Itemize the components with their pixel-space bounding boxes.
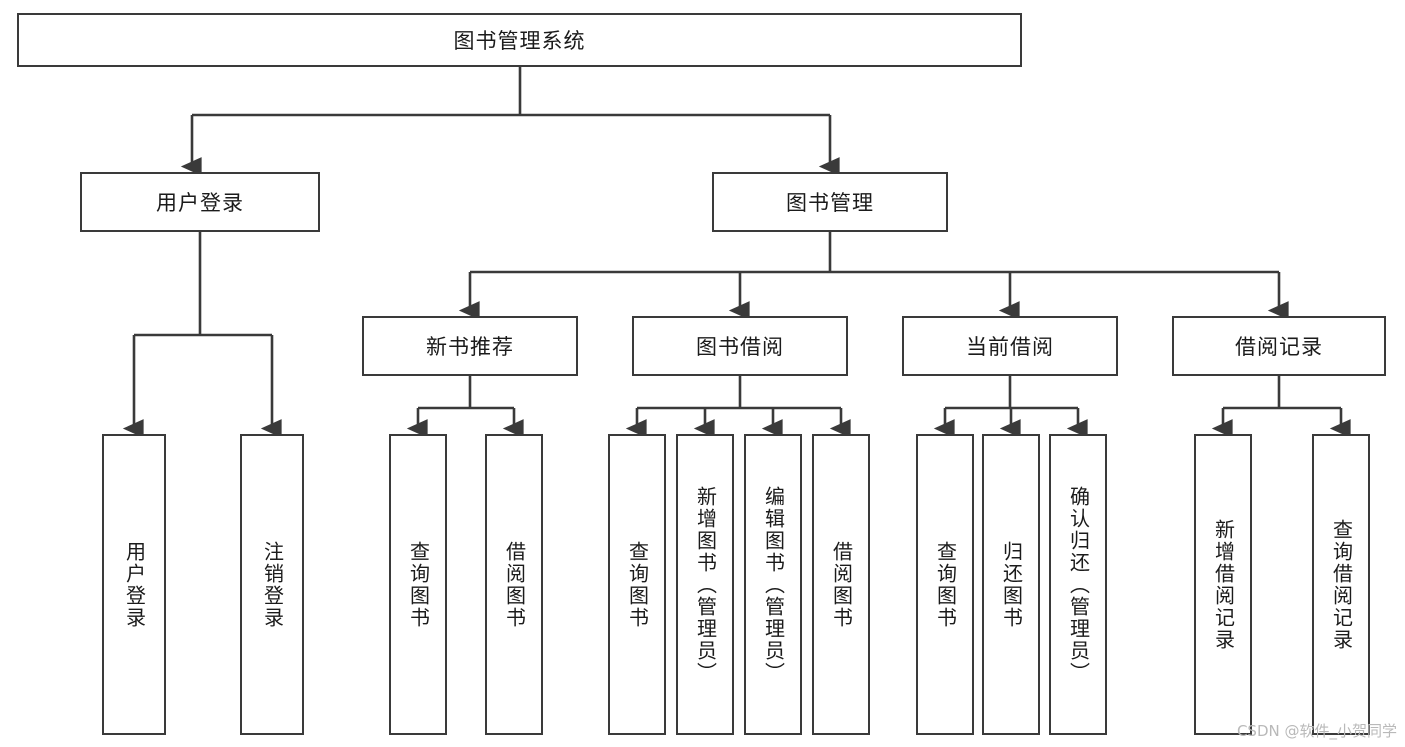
node-label: 图书管理 bbox=[786, 191, 874, 215]
node-leaf-user-logout[interactable]: 注销登录 bbox=[240, 434, 304, 735]
node-root-system[interactable]: 图书管理系统 bbox=[17, 13, 1022, 67]
node-user-login[interactable]: 用户登录 bbox=[80, 172, 320, 232]
node-label: 用户登录 bbox=[122, 540, 147, 629]
node-leaf-confirm-return-admin[interactable]: 确认归还（管理员） bbox=[1049, 434, 1107, 735]
node-current-borrow[interactable]: 当前借阅 bbox=[902, 316, 1118, 376]
node-leaf-edit-book-admin[interactable]: 编辑图书（管理员） bbox=[744, 434, 802, 735]
node-label: 新增借阅记录 bbox=[1211, 518, 1236, 651]
node-label: 确认归还（管理员） bbox=[1066, 485, 1091, 684]
node-leaf-query-book-current[interactable]: 查询图书 bbox=[916, 434, 974, 735]
node-book-management[interactable]: 图书管理 bbox=[712, 172, 948, 232]
node-label: 查询图书 bbox=[406, 540, 431, 629]
node-label: 当前借阅 bbox=[966, 335, 1054, 359]
node-leaf-query-borrow-record[interactable]: 查询借阅记录 bbox=[1312, 434, 1370, 735]
node-label: 归还图书 bbox=[999, 540, 1024, 629]
node-leaf-return-book[interactable]: 归还图书 bbox=[982, 434, 1040, 735]
node-leaf-add-borrow-record[interactable]: 新增借阅记录 bbox=[1194, 434, 1252, 735]
node-book-borrow[interactable]: 图书借阅 bbox=[632, 316, 848, 376]
node-label: 图书借阅 bbox=[696, 335, 784, 359]
node-leaf-borrow-book[interactable]: 借阅图书 bbox=[812, 434, 870, 735]
node-borrow-record[interactable]: 借阅记录 bbox=[1172, 316, 1386, 376]
node-label: 查询图书 bbox=[625, 540, 650, 629]
node-label: 查询图书 bbox=[933, 540, 958, 629]
node-label: 图书管理系统 bbox=[453, 29, 586, 53]
node-leaf-user-login[interactable]: 用户登录 bbox=[102, 434, 166, 735]
node-label: 注销登录 bbox=[260, 540, 285, 629]
node-label: 查询借阅记录 bbox=[1329, 518, 1354, 651]
node-label: 借阅图书 bbox=[502, 540, 527, 629]
watermark-text: CSDN @软件_小贺同学 bbox=[1236, 722, 1397, 740]
node-leaf-add-book-admin[interactable]: 新增图书（管理员） bbox=[676, 434, 734, 735]
node-label: 新书推荐 bbox=[426, 335, 514, 359]
node-label: 借阅记录 bbox=[1235, 335, 1323, 359]
node-label: 新增图书（管理员） bbox=[693, 485, 718, 684]
node-label: 编辑图书（管理员） bbox=[761, 485, 786, 684]
node-label: 用户登录 bbox=[156, 191, 244, 215]
node-label: 借阅图书 bbox=[829, 540, 854, 629]
node-leaf-query-book-recommend[interactable]: 查询图书 bbox=[389, 434, 447, 735]
node-leaf-borrow-book-recommend[interactable]: 借阅图书 bbox=[485, 434, 543, 735]
node-leaf-query-book[interactable]: 查询图书 bbox=[608, 434, 666, 735]
node-new-book-recommend[interactable]: 新书推荐 bbox=[362, 316, 578, 376]
